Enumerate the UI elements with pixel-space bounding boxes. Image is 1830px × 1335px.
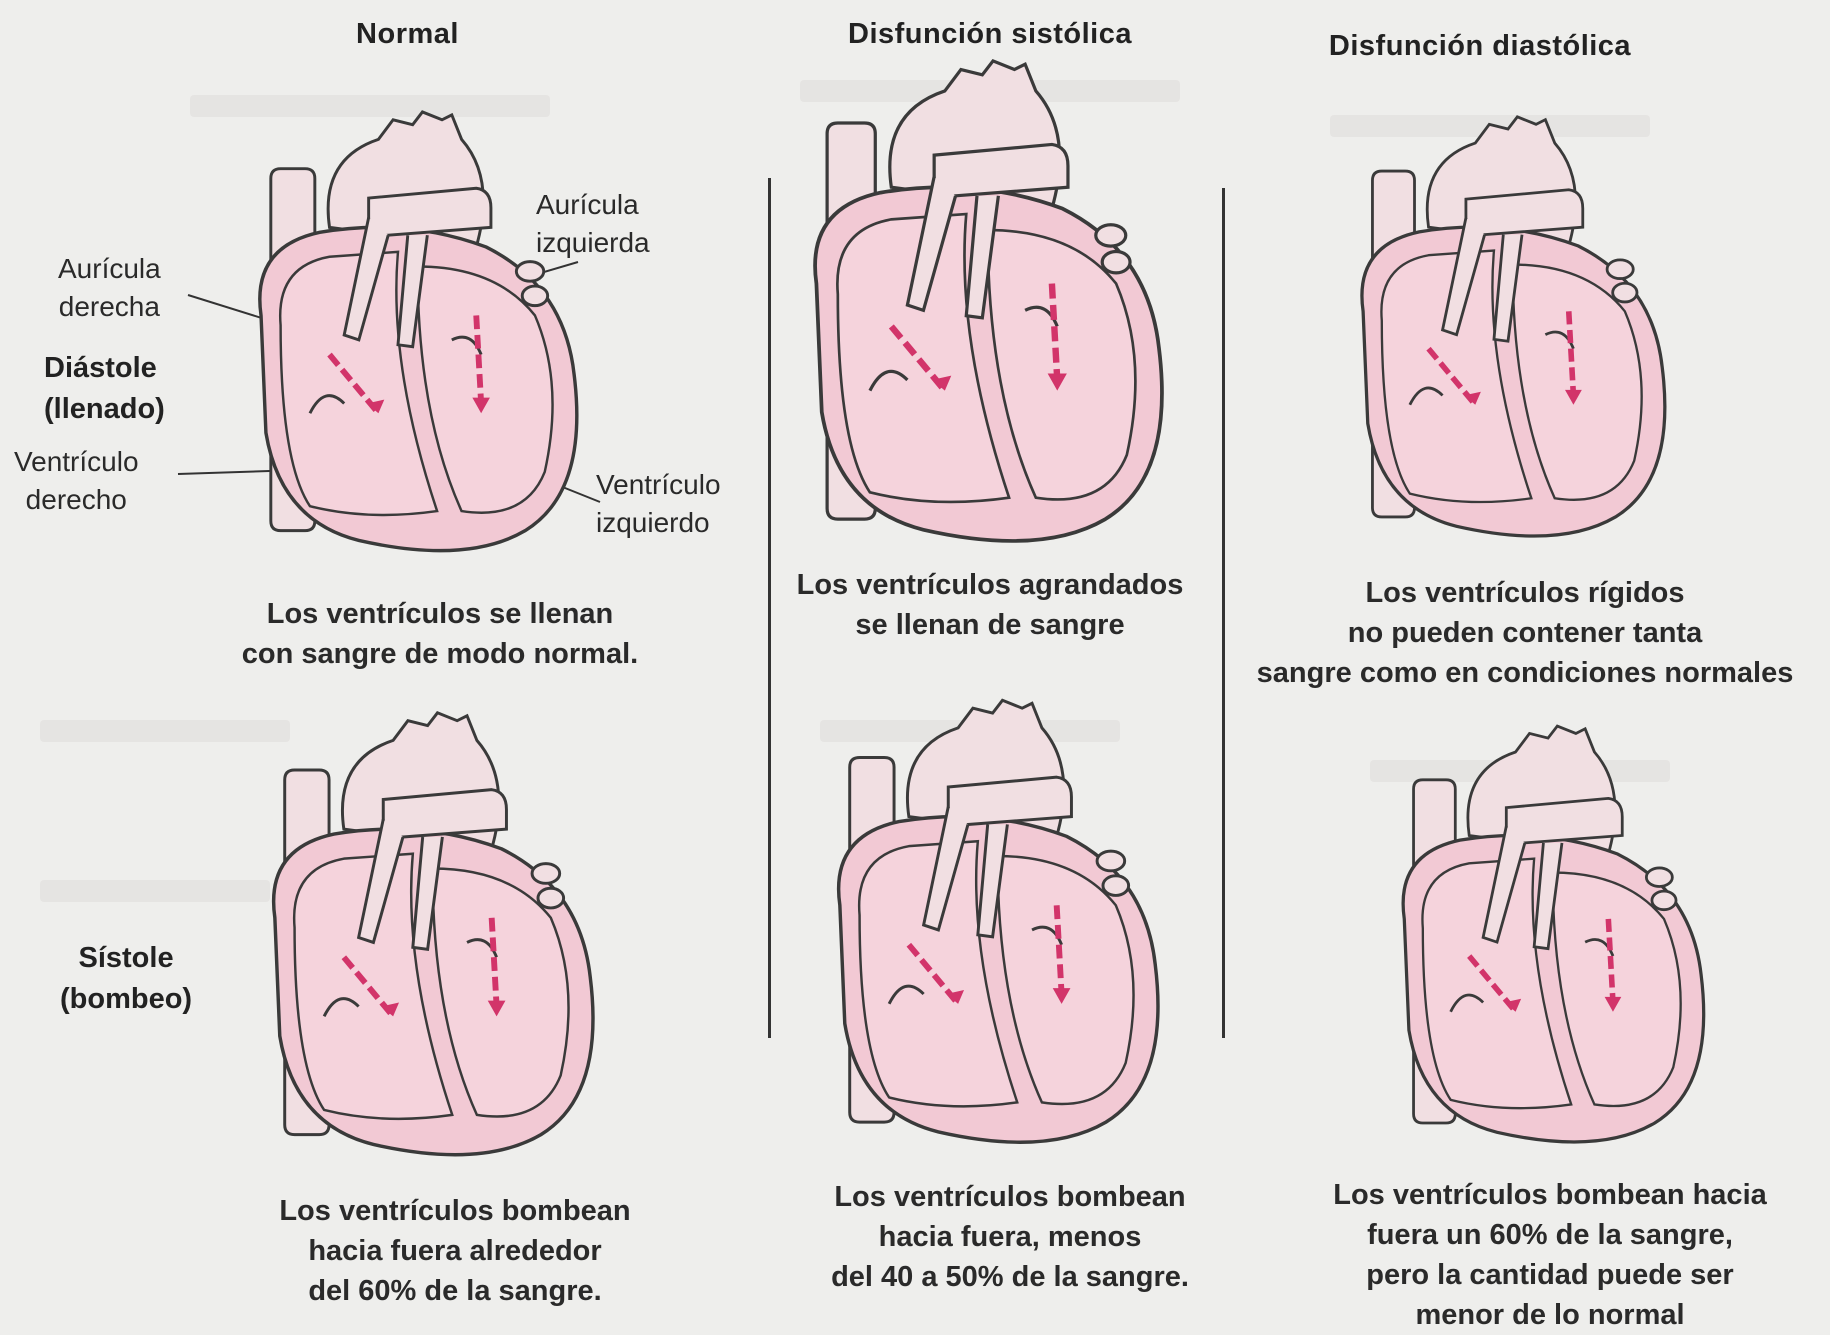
caption-normal-diastole: Los ventrículos se llenan con sangre de … xyxy=(190,594,690,674)
caption-systolic-systole: Los ventrículos bombean hacia fuera, men… xyxy=(780,1177,1240,1297)
caption-diastolic-diastole: Los ventrículos rígidos no pueden conten… xyxy=(1230,573,1820,693)
caption-systolic-diastole: Los ventrículos agrandados se llenan de … xyxy=(760,565,1220,645)
heart-diastolic-diastole xyxy=(1350,115,1680,545)
heart-diastolic-systole xyxy=(1395,715,1715,1160)
caption-normal-systole: Los ventrículos bombean hacia fuera alre… xyxy=(215,1191,695,1311)
caption-diastolic-systole: Los ventrículos bombean hacia fuera un 6… xyxy=(1290,1175,1810,1335)
heart-systolic-systole xyxy=(830,695,1170,1155)
heart-normal-diastole xyxy=(240,110,600,560)
heart-normal-systole xyxy=(265,710,605,1165)
heart-systolic-diastole xyxy=(795,55,1175,555)
